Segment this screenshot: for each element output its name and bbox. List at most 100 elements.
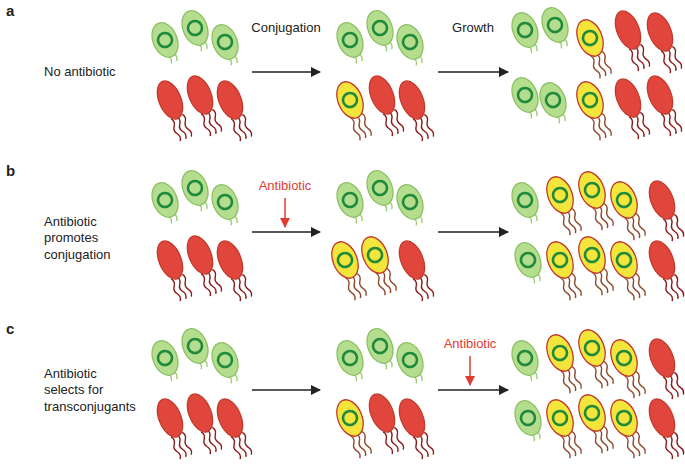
donor-cell (507, 179, 545, 227)
plasmid (615, 409, 633, 427)
plasmid (401, 351, 419, 369)
plasmid (341, 409, 359, 427)
flagellum (673, 372, 685, 395)
donor-cell (392, 21, 430, 69)
recipient-cell (644, 237, 685, 303)
cell-body (574, 233, 610, 277)
plasmid (516, 86, 534, 104)
cell-body (392, 21, 428, 63)
plasmid (366, 246, 384, 264)
cell-body (542, 238, 578, 282)
plasmid (583, 181, 601, 199)
cell-body (507, 179, 543, 221)
donor-cell (177, 7, 215, 55)
cell-body (177, 7, 213, 49)
antibiotic-arrow (284, 198, 286, 227)
recipient-cell (212, 237, 256, 303)
plasmid (156, 349, 174, 367)
cell-body (182, 390, 217, 435)
step-label: Conjugation (236, 20, 336, 36)
flagellum (211, 269, 223, 292)
recipient-cell (642, 9, 685, 75)
flagellum (571, 366, 583, 389)
panel-letter: b (6, 162, 26, 181)
flagellum (361, 431, 373, 454)
cell-body (510, 397, 546, 439)
donor-cell (507, 9, 545, 57)
cell-body (362, 7, 398, 49)
transconjugant-cell (606, 396, 651, 461)
transconjugant-cell (606, 178, 651, 243)
plasmid (216, 33, 234, 51)
donor-cell (362, 7, 400, 55)
process-arrow (252, 389, 320, 390)
plasmid (216, 193, 234, 211)
cell-body (207, 181, 243, 223)
plasmid (551, 251, 569, 269)
cell-body (207, 339, 243, 381)
cell-body (332, 78, 368, 122)
donor-cell (507, 74, 545, 122)
panel-letter: a (6, 2, 26, 21)
donor-cell (147, 337, 185, 385)
antibiotic-label: Antibiotic (235, 178, 335, 194)
flagellum (601, 113, 613, 136)
plasmid (615, 251, 633, 269)
flagellum (603, 361, 615, 384)
plasmid (516, 191, 534, 209)
cell-body (572, 16, 608, 60)
process-arrow (252, 231, 320, 232)
recipient-cell (644, 335, 685, 401)
plasmid (581, 29, 599, 47)
transconjugant-cell (572, 78, 617, 143)
recipient-cell (394, 237, 438, 303)
recipient-cell (212, 395, 256, 461)
cell-body (364, 390, 399, 435)
row-illustration (147, 4, 685, 143)
cell-body (642, 72, 677, 117)
cell-body (152, 395, 187, 440)
row-illustration (147, 325, 685, 461)
plasmid (519, 251, 537, 269)
process-arrow (438, 71, 508, 72)
donor-cell (177, 325, 215, 373)
cell-body (182, 72, 217, 117)
cell-body (510, 239, 546, 281)
transconjugant-cell (574, 391, 619, 456)
transconjugant-cell (574, 233, 619, 298)
cell-body (364, 72, 399, 117)
row-caption: Antibiotic promotes conjugation (44, 214, 136, 263)
plasmid (546, 16, 564, 34)
cell-body (537, 4, 573, 46)
donor-cell (392, 339, 430, 387)
plasmid (156, 31, 174, 49)
cell-body (147, 337, 183, 379)
cell-body (177, 325, 213, 367)
flagellum (386, 268, 398, 291)
plasmid (583, 404, 601, 422)
donor-cell (177, 167, 215, 215)
cell-body (606, 238, 642, 282)
flagellum (571, 273, 583, 296)
flagellum (571, 208, 583, 231)
plasmid (341, 31, 359, 49)
cell-body (357, 233, 393, 277)
cell-body (644, 395, 679, 440)
recipient-cell (212, 77, 256, 143)
flagellum (635, 213, 647, 236)
cell-body (572, 78, 608, 122)
cell-body (332, 19, 368, 61)
panel-letter: c (6, 320, 26, 339)
cell-body (394, 237, 429, 282)
flagellum (241, 274, 253, 297)
donor-cell (510, 239, 548, 287)
flagellum (671, 46, 683, 69)
donor-cell (207, 181, 245, 229)
cell-body (147, 179, 183, 221)
cell-body (207, 21, 243, 63)
flagellum (635, 431, 647, 454)
transconjugant-cell (572, 16, 617, 81)
plasmid (401, 193, 419, 211)
cell-body (606, 336, 642, 380)
cell-body (332, 396, 368, 440)
